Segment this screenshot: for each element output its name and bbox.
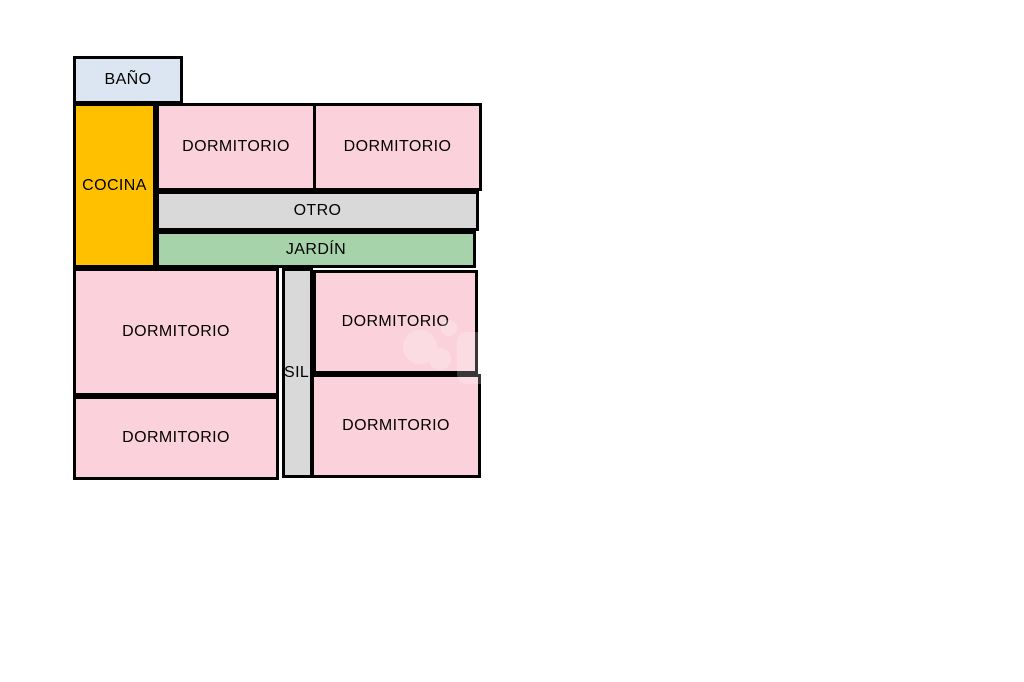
- room-pasillo: SIL: [282, 268, 313, 478]
- room-label-dormitorio-mid-right: DORMITORIO: [341, 313, 450, 330]
- room-dormitorio-mid-left: DORMITORIO: [73, 268, 279, 396]
- room-cocina: COCINA: [73, 103, 156, 268]
- room-bano: BAÑO: [73, 56, 183, 104]
- room-label-bano: BAÑO: [104, 71, 152, 88]
- room-label-dormitorio-top-left: DORMITORIO: [182, 138, 290, 155]
- room-dormitorio-bottom-left: DORMITORIO: [73, 396, 279, 480]
- room-label-dormitorio-top-right: DORMITORIO: [343, 138, 452, 155]
- room-label-dormitorio-bottom-left: DORMITORIO: [122, 429, 230, 446]
- room-label-dormitorio-mid-left: DORMITORIO: [122, 323, 230, 340]
- room-label-cocina: COCINA: [82, 176, 147, 194]
- room-otro: OTRO: [156, 191, 479, 231]
- room-dormitorio-bottom-right: DORMITORIO: [311, 374, 481, 478]
- room-label-jardin: JARDÍN: [285, 240, 347, 258]
- room-dormitorio-top-right: DORMITORIO: [313, 103, 482, 191]
- room-label-otro: OTRO: [293, 202, 342, 219]
- room-jardin: JARDÍN: [156, 231, 476, 268]
- room-dormitorio-top-left: DORMITORIO: [156, 103, 316, 191]
- room-label-dormitorio-bottom-right: DORMITORIO: [342, 417, 450, 434]
- room-dormitorio-mid-right: DORMITORIO: [313, 270, 478, 374]
- room-label-pasillo: SIL: [284, 364, 310, 381]
